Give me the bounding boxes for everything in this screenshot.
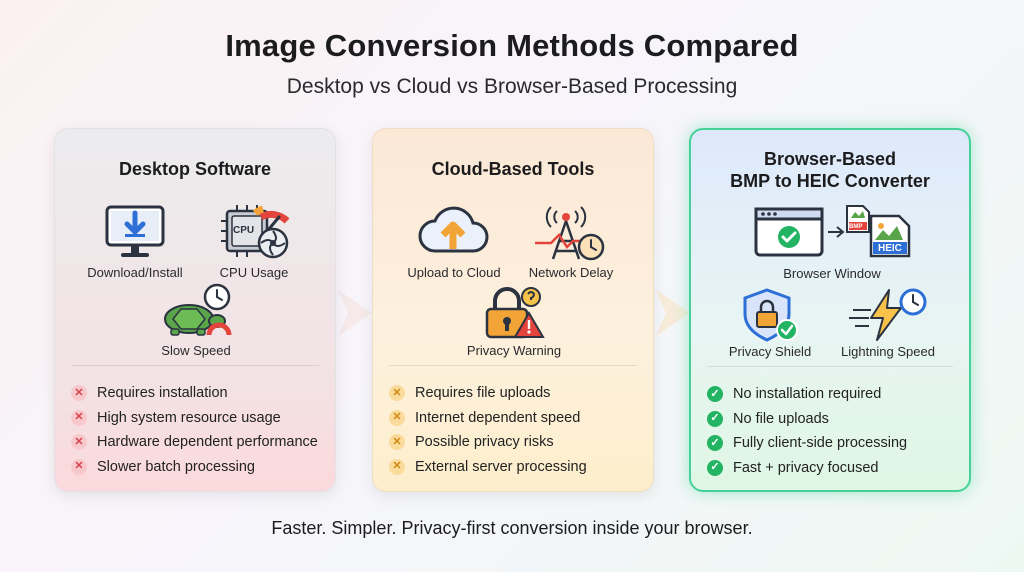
cloud-tools-card: Cloud-Based Tools Upload to Cloud Networ…	[372, 128, 654, 492]
cpu-gauge-icon	[221, 205, 290, 259]
list-item: ✕Requires file uploads	[389, 381, 587, 406]
desktop-drawbacks-list: ✕Requires installation ✕High system reso…	[71, 381, 318, 479]
list-item: ✕Requires installation	[71, 381, 318, 406]
chevron-right-icon	[338, 290, 372, 336]
icon-label-upload: Upload to Cloud	[407, 265, 501, 280]
chevron-right-icon	[656, 290, 690, 336]
page-subtitle: Desktop vs Cloud vs Browser-Based Proces…	[286, 75, 738, 98]
x-mark-icon: ✕	[389, 434, 405, 451]
list-item: ✕High system resource usage	[71, 406, 318, 431]
card-divider	[71, 365, 319, 366]
x-mark-icon: ✕	[71, 434, 87, 451]
x-mark-icon: ✕	[71, 458, 87, 475]
desktop-software-card: Desktop Software Download/Install CPU CP…	[54, 128, 336, 492]
icon-label-browser: Browser Window	[783, 266, 881, 281]
list-item: ✕Possible privacy risks	[389, 430, 587, 455]
arrow-right-icon	[828, 226, 845, 238]
monitor-download-icon	[105, 205, 165, 257]
shield-lock-icon	[743, 288, 798, 342]
browser-benefits-list: ✓No installation required ✓No file uploa…	[707, 382, 907, 480]
cpu-chip-text: CPU	[233, 225, 255, 236]
icon-label-network: Network Delay	[528, 265, 614, 280]
x-mark-icon: ✕	[71, 385, 87, 402]
list-item: ✕Slower batch processing	[71, 455, 318, 480]
turtle-clock-icon	[164, 283, 232, 336]
footer-tagline: Faster. Simpler. Privacy-first conversio…	[271, 518, 753, 538]
list-item: ✓Fully client-side processing	[707, 431, 907, 456]
cloud-upload-icon	[418, 206, 489, 253]
card-title: Cloud-Based Tools	[431, 159, 595, 179]
list-item: ✓Fast + privacy focused	[707, 456, 907, 481]
x-mark-icon: ✕	[389, 409, 405, 426]
card-title: Desktop Software	[118, 159, 272, 179]
icon-label-download: Download/Install	[87, 265, 183, 280]
lightning-clock-icon	[849, 288, 927, 341]
page-title: Image Conversion Methods Compared	[225, 28, 799, 63]
check-mark-icon: ✓	[707, 435, 723, 452]
check-mark-icon: ✓	[707, 386, 723, 403]
list-item: ✓No file uploads	[707, 407, 907, 432]
icon-label-shield: Privacy Shield	[728, 344, 812, 359]
list-item: ✕Hardware dependent performance	[71, 430, 318, 455]
browser-window-icon	[754, 207, 824, 257]
heic-file-label: HEIC	[878, 243, 902, 254]
list-item: ✕External server processing	[389, 455, 587, 480]
check-mark-icon: ✓	[707, 410, 723, 427]
card-title-line-1: Browser-Based	[763, 149, 897, 169]
icon-label-slow: Slow Speed	[161, 343, 231, 358]
x-mark-icon: ✕	[389, 458, 405, 475]
browser-converter-card: Browser-Based BMP to HEIC Converter BMP …	[689, 128, 971, 492]
bmp-to-heic-files-icon	[846, 205, 911, 258]
antenna-clock-icon	[535, 206, 605, 261]
list-item: ✕Internet dependent speed	[389, 406, 587, 431]
check-mark-icon: ✓	[707, 459, 723, 476]
card-divider	[707, 366, 953, 367]
icon-label-privacy-warning: Privacy Warning	[466, 343, 562, 358]
list-item: ✓No installation required	[707, 382, 907, 407]
x-mark-icon: ✕	[389, 385, 405, 402]
icon-label-cpu: CPU Usage	[219, 265, 289, 280]
cloud-drawbacks-list: ✕Requires file uploads ✕Internet depende…	[389, 381, 587, 479]
card-divider	[389, 365, 637, 366]
lock-warning-icon	[485, 287, 545, 339]
x-mark-icon: ✕	[71, 409, 87, 426]
icon-label-lightning: Lightning Speed	[841, 344, 935, 359]
bmp-file-label: BMP	[849, 224, 863, 230]
card-title-line-2: BMP to HEIC Converter	[730, 171, 930, 191]
